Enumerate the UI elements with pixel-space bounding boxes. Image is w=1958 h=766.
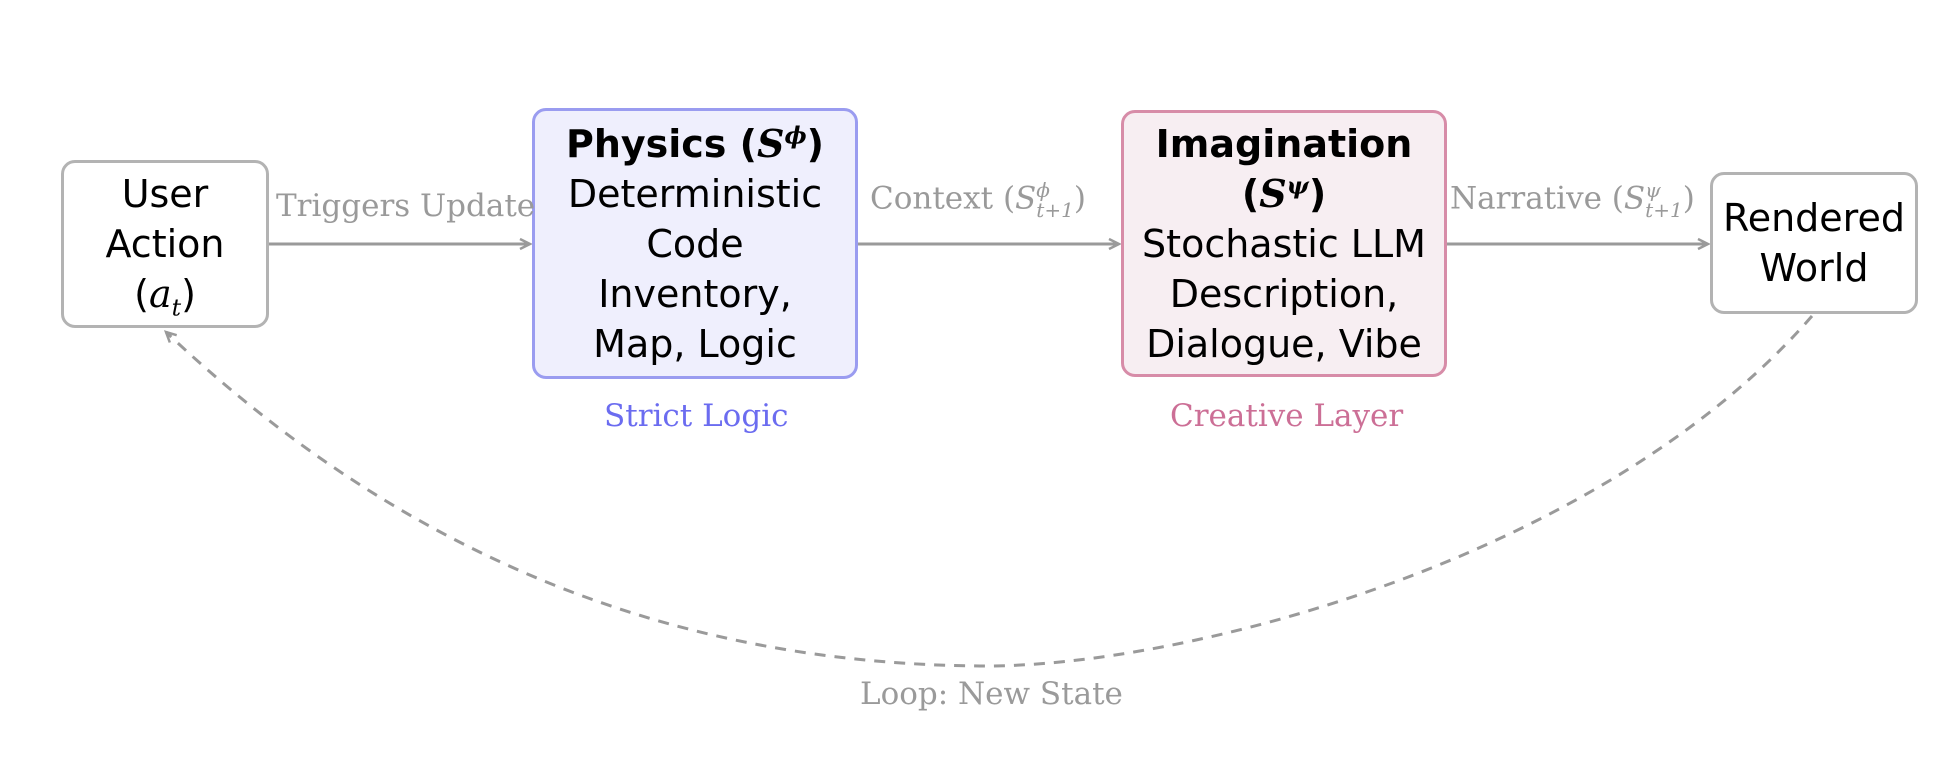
imagination-symbol-line: (Sψ) [1242, 169, 1326, 219]
narrative-subscript: t+1 [1645, 198, 1683, 222]
context-subscript: t+1 [1036, 198, 1074, 222]
context-label-text: Context ( [870, 180, 1016, 217]
narrative-superscript: ψ [1645, 178, 1661, 202]
node-user-action: User Action (at) [61, 160, 269, 328]
narrative-symbol: S [1623, 180, 1646, 217]
user-action-line3: (at) [134, 269, 196, 319]
physics-title-close: ) [806, 121, 825, 166]
imagination-line-1: Stochastic LLM [1142, 221, 1426, 266]
node-rendered-world: Rendered World [1710, 172, 1918, 314]
edge-loop-world-to-user [163, 315, 1814, 668]
context-symbol: S [1015, 180, 1037, 217]
node-physics: Physics (Sϕ) Deterministic Code Inventor… [532, 108, 858, 379]
user-action-paren-open: ( [134, 272, 149, 316]
imagination-line-2: Description, [1169, 271, 1399, 316]
imagination-paren-close: ) [1308, 171, 1327, 216]
user-action-line2: Action [105, 222, 225, 266]
caption-strict-logic: Strict Logic [604, 398, 789, 434]
caption-creative-layer: Creative Layer [1170, 398, 1404, 434]
narrative-label-text: Narrative ( [1450, 180, 1624, 217]
context-superscript: ϕ [1036, 178, 1050, 202]
physics-symbol: S [757, 120, 785, 166]
rendered-world-line1: Rendered [1723, 196, 1905, 240]
user-action-paren-close: ) [181, 272, 196, 316]
physics-title-text: Physics ( [565, 121, 758, 166]
user-action-line1: User [121, 172, 209, 216]
narrative-close: ) [1682, 180, 1695, 217]
physics-line-1: Deterministic [567, 171, 823, 216]
imagination-symbol: S [1259, 170, 1287, 216]
imagination-paren-open: ( [1241, 171, 1260, 216]
physics-line-2: Code [646, 221, 744, 266]
user-action-var: a [148, 272, 172, 316]
user-action-sub: t [171, 293, 182, 322]
rendered-world-line2: World [1759, 246, 1869, 290]
physics-superscript: ϕ [784, 120, 807, 149]
edge-label-loop: Loop: New State [860, 676, 1123, 712]
physics-line-4: Map, Logic [593, 321, 797, 366]
imagination-superscript: ψ [1286, 170, 1309, 199]
edge-label-triggers-update: Triggers Update [276, 188, 536, 224]
imagination-title: Imagination [1155, 121, 1413, 166]
node-imagination: Imagination (Sψ) Stochastic LLM Descript… [1121, 110, 1447, 377]
physics-title: Physics (Sϕ) [566, 119, 824, 169]
physics-line-3: Inventory, [598, 271, 792, 316]
imagination-line-3: Dialogue, Vibe [1146, 321, 1422, 366]
context-close: ) [1073, 180, 1086, 217]
